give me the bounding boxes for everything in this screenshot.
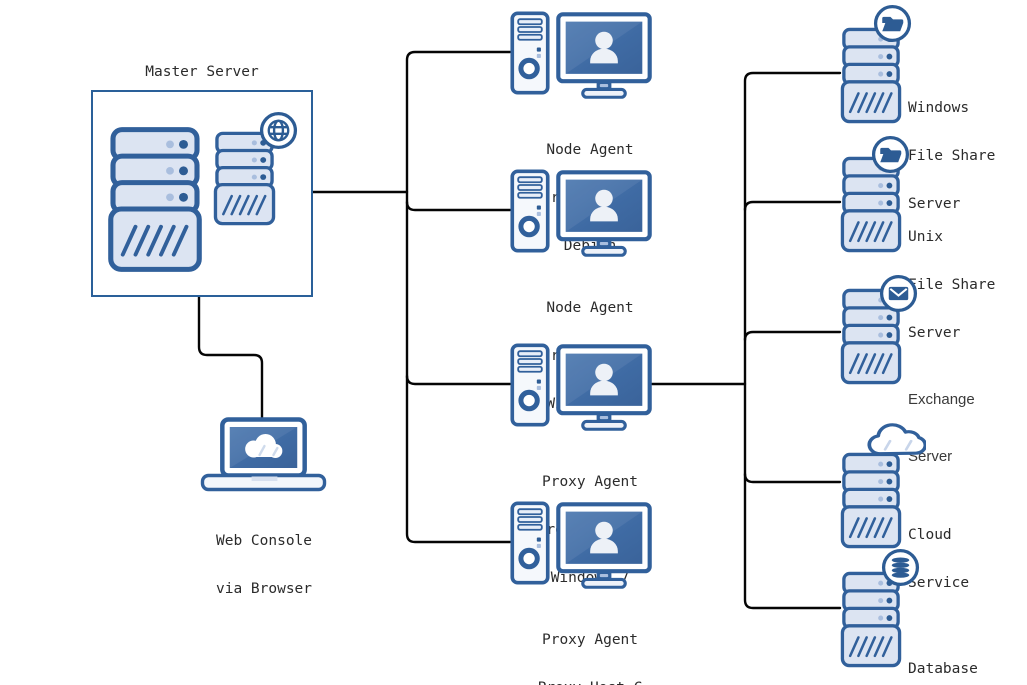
connector-branch-cloud [743, 472, 842, 484]
connector-branch-host-c [405, 374, 512, 386]
cloud-icon [867, 422, 926, 456]
web-console-label: Web Console via Browser [215, 533, 313, 597]
envelope-icon [879, 274, 918, 313]
tower-icon [510, 169, 550, 253]
master-server-label: Master Server [145, 64, 259, 80]
connector-trunk-servers [743, 71, 842, 610]
server-stack-icon [107, 126, 203, 273]
database-icon [881, 548, 920, 587]
proxy-agent-redhat-label: Proxy Agent Proxy Host C Red Hat [538, 632, 643, 685]
unix-file-share-label: Unix File Share Server [908, 229, 996, 341]
laptop-icon [200, 417, 327, 493]
connector-branch-exchange [743, 330, 842, 342]
connector-branch-unix [743, 200, 842, 212]
monitor-person-icon [556, 12, 652, 100]
monitor-person-icon [556, 502, 652, 590]
folder-icon [873, 4, 912, 43]
connector-branch-host-b [405, 200, 512, 212]
windows-file-share-label: Windows File Share Server [908, 100, 996, 212]
connector-master-to-console [197, 293, 264, 422]
server-stack-icon [840, 452, 902, 549]
tower-icon [510, 11, 550, 95]
tower-icon [510, 343, 550, 427]
cloud-service-label: Cloud Service [908, 527, 970, 591]
monitor-person-icon [556, 344, 652, 432]
globe-icon [259, 111, 298, 150]
folder-icon [871, 135, 910, 174]
connector-trunk-agents [405, 50, 512, 544]
database-server-label: Database Server [908, 661, 978, 677]
monitor-person-icon [556, 170, 652, 258]
tower-icon [510, 501, 550, 585]
